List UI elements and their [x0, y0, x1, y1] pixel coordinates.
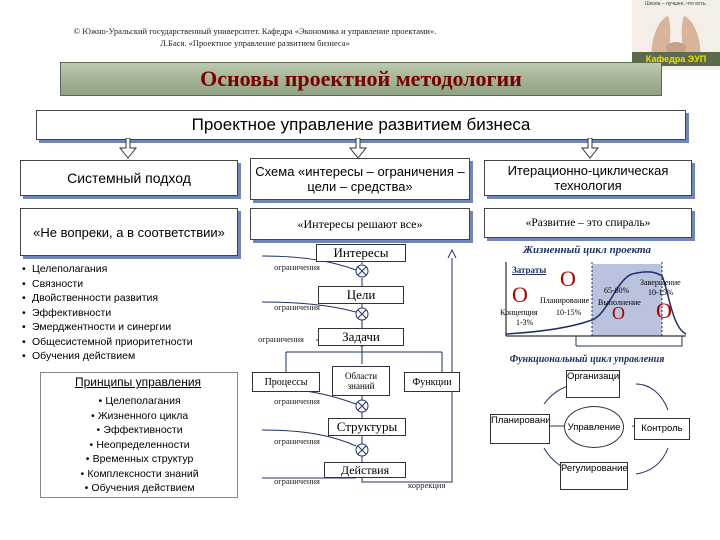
list-item: Общесистемной приоритетности [22, 335, 242, 350]
corner-caption: Школа – лучшее, что есть. [645, 1, 707, 7]
list-item: Связности [22, 277, 242, 292]
planning-pct: 10-15% [556, 308, 582, 317]
spiral-icon: O [512, 282, 528, 307]
organization-box: Организация [566, 370, 620, 398]
list-item: Целеполагания [22, 262, 242, 277]
control-box: Контроль [634, 418, 690, 440]
list-item: Обучения действием [22, 349, 242, 364]
constraint-label: ограничения [274, 302, 320, 312]
banner-arrows [118, 138, 600, 159]
list-item: Жизненного цикла [46, 409, 230, 424]
col3-motto: «Развитие – это спираль» [484, 208, 692, 238]
constraint-label: ограничения [274, 436, 320, 446]
list-item: Двойственности развития [22, 291, 242, 306]
lifecycle-chart [505, 262, 687, 337]
planning-cycle-box: Планирование [490, 414, 550, 444]
actions-box: Действия [324, 462, 406, 478]
list-item: Целеполагания [46, 394, 230, 409]
structures-box: Структуры [328, 418, 406, 436]
spiral-icon: O [560, 266, 576, 291]
spiral-icon: O [612, 303, 625, 323]
corner-logo: Школа – лучшее, что есть. Кафедра ЭУП [632, 0, 720, 70]
title-bar: Основы проектной методологии [60, 62, 662, 96]
completion-label: Завершение [640, 278, 681, 287]
spiral-icon: O [656, 298, 672, 323]
banner-text: Проектное управление развитием бизнеса [191, 115, 531, 134]
col2-heading: Схема «интересы – ограничения – цели – с… [250, 158, 470, 200]
constraint-label: ограничения [274, 476, 320, 486]
constraint-label: ограничения [274, 396, 320, 406]
col3-heading: Итерационно-циклическая технология [484, 160, 692, 196]
constraint-label: ограничения [274, 262, 320, 272]
list-item: Обучения действием [46, 481, 230, 496]
col1-heading: Системный подход [20, 160, 238, 196]
concept-pct: 1-3% [516, 318, 534, 327]
cycle-connector [575, 336, 683, 347]
goals-box: Цели [318, 286, 404, 304]
principles-heading: Принципы управления [74, 375, 202, 389]
col1-list: Целеполагания Связности Двойственности р… [22, 262, 242, 364]
list-item: Временных структур [46, 452, 230, 467]
lifecycle-title: Жизненный цикл проекта [522, 244, 652, 256]
concept-label: Концепция [500, 308, 538, 317]
correction-label: коррекция [408, 480, 446, 490]
constraint-label: ограничения [258, 334, 304, 344]
banner: Проектное управление развитием бизнеса [36, 110, 686, 140]
processes-box: Процессы [252, 372, 320, 392]
interests-flow-diagram [261, 248, 457, 483]
knowledge-areas-box: Области знаний [332, 366, 390, 396]
execution-label: Выполнение [598, 298, 641, 307]
functions-box: Функции [404, 372, 460, 392]
list-item: Эффективности [22, 306, 242, 321]
list-item: Эмерджентности и синергии [22, 320, 242, 335]
principles-list: Целеполагания Жизненного цикла Эффективн… [46, 394, 230, 496]
list-item: Комплексности знаний [46, 467, 230, 482]
management-circle: Управление [564, 406, 624, 448]
col2-motto: «Интересы решают все» [250, 208, 470, 240]
tasks-box: Задачи [318, 328, 404, 346]
regulation-box: Регулирование [560, 462, 628, 490]
header-line-1: © Южно-Уральский государственный универс… [73, 26, 437, 36]
list-item: Эффективности [46, 423, 230, 438]
page-title: Основы проектной методологии [200, 66, 522, 91]
col1-motto: «Не вопреки, а в соответствии» [20, 208, 238, 256]
function-cycle-title: Функциональный цикл управления [509, 354, 665, 365]
execution-pct: 65-80% [604, 286, 630, 295]
header-line-2: Л.Бася. «Проектное управление развитием … [160, 38, 350, 48]
interests-box: Интересы [316, 244, 406, 262]
list-item: Неопределенности [46, 438, 230, 453]
costs-label: Затраты [512, 265, 547, 275]
completion-pct: 10-15% [648, 288, 674, 297]
planning-label: Планирование [540, 296, 590, 305]
hands-icon [651, 16, 701, 56]
